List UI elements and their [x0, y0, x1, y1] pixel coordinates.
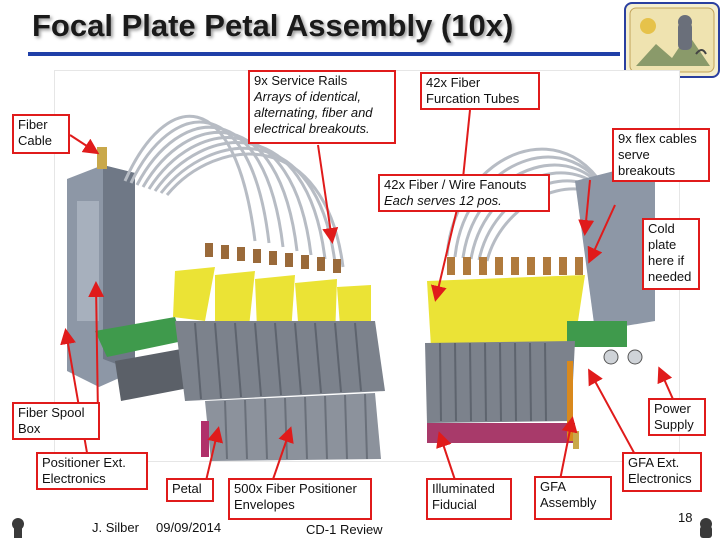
callout-furcation-tubes: 42x Fiber Furcation Tubes [420, 72, 540, 110]
callout-power-supply: Power Supply [648, 398, 706, 436]
callout-gfa-assembly: GFA Assembly [534, 476, 612, 520]
callout-text: GFA Ext. Electronics [628, 455, 692, 486]
footer-author: J. Silber [92, 520, 139, 535]
callout-text: 500x Fiber Positioner Envelopes [234, 481, 357, 512]
callout-text: Cold plate here if needed [648, 221, 692, 284]
experiment-logo [624, 2, 720, 78]
bottom-right-doodle-icon [700, 518, 712, 538]
callout-text: Illuminated Fiducial [432, 481, 495, 512]
callout-text: 42x Fiber Furcation Tubes [426, 75, 520, 106]
callout-text: 9x Service Rails [254, 73, 348, 88]
callout-service-rails: 9x Service Rails Arrays of identical, al… [248, 70, 396, 144]
footer-event: CD-1 Review [306, 522, 383, 537]
callout-fiber-spool-box: Fiber Spool Box [12, 402, 100, 440]
callout-text: 42x Fiber / Wire Fanouts [384, 177, 527, 192]
title-rule [28, 52, 620, 56]
callout-subtext: Each serves 12 pos. [384, 193, 502, 208]
callout-petal: Petal [166, 478, 214, 502]
callout-text: 9x flex cables serve breakouts [618, 131, 697, 178]
callout-positioner-electronics: Positioner Ext. Electronics [36, 452, 148, 490]
callout-text: Fiber Cable [18, 117, 52, 148]
callout-flex-cables: 9x flex cables serve breakouts [612, 128, 710, 182]
callout-illuminated-fiducial: Illuminated Fiducial [426, 478, 512, 520]
callout-text: GFA Assembly [540, 479, 597, 510]
callout-text: Positioner Ext. Electronics [42, 455, 126, 486]
callout-fanouts: 42x Fiber / Wire Fanouts Each serves 12 … [378, 174, 550, 212]
footer-date: 09/09/2014 [156, 520, 222, 535]
page-number: 18 [678, 510, 693, 525]
callout-subtext: Arrays of identical, alternating, fiber … [254, 89, 373, 136]
callout-gfa-electronics: GFA Ext. Electronics [622, 452, 702, 492]
callout-text: Power Supply [654, 401, 694, 432]
callout-fiber-cable: Fiber Cable [12, 114, 70, 154]
slide-title: Focal Plate Petal Assembly (10x) [32, 8, 514, 43]
callout-cold-plate: Cold plate here if needed [642, 218, 700, 290]
callout-text: Fiber Spool Box [18, 405, 85, 436]
callout-positioner-envelopes: 500x Fiber Positioner Envelopes [228, 478, 372, 520]
bottom-left-doodle-icon [12, 518, 24, 538]
callout-text: Petal [172, 481, 202, 496]
